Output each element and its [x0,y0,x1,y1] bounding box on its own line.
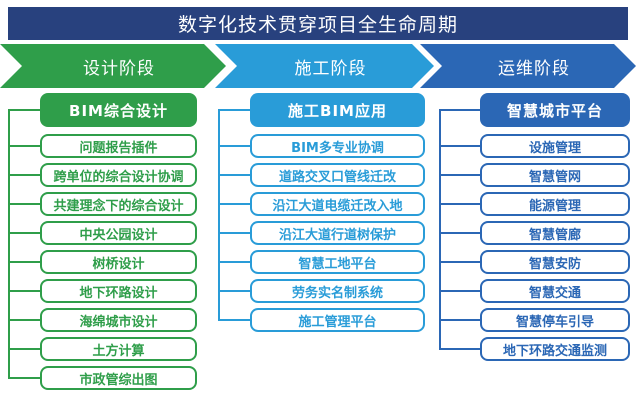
tree-row: 问题报告插件 [8,134,197,158]
connector-stub [8,203,40,205]
node-item: 跨单位的综合设计协调 [40,163,197,187]
tree-row: 智慧交通 [439,279,630,303]
tree-row: 沿江大道行道树保护 [218,221,425,245]
tree-row: 智慧安防 [439,250,630,274]
connector-stub [218,203,250,205]
connector-stub [218,174,250,176]
connector-stub [8,377,40,379]
tree-row: 共建理念下的综合设计 [8,192,197,216]
node-item: 智慧管廊 [480,221,630,245]
tree-row: 海绵城市设计 [8,308,197,332]
connector-stub [8,261,40,263]
title-banner: 数字化技术贯穿项目全生命周期 [8,7,628,40]
node-item: 设施管理 [480,134,630,158]
tree-row: 劳务实名制系统 [218,279,425,303]
node-item: 智慧交通 [480,279,630,303]
node-item: 道路交叉口管线迁改 [250,163,425,187]
tree-row: 市政管综出图 [8,366,197,390]
tree-row: 智慧停车引导 [439,308,630,332]
connector-stub [218,290,250,292]
node-header-operation: 智慧城市平台 [480,93,630,127]
node-item: 问题报告插件 [40,134,197,158]
connector-stub [218,109,250,111]
column-construction: 施工BIM应用 BIM多专业协调 道路交叉口管线迁改 沿江大道电缆迁改入地 沿江… [218,93,425,337]
tree-row: 跨单位的综合设计协调 [8,163,197,187]
connector-stub [439,261,480,263]
tree-row: 沿江大道电缆迁改入地 [218,192,425,216]
phase-arrow-design: 设计阶段 [0,44,226,88]
connector-stub [8,174,40,176]
connector-stub [439,145,480,147]
tree-row: 施工BIM应用 [218,93,425,127]
node-item: 地下环路交通监测 [480,337,630,361]
tree-row: 设施管理 [439,134,630,158]
tree-row: 智慧管网 [439,163,630,187]
connector-stub [218,261,250,263]
connector-stub [439,290,480,292]
column-operation: 智慧城市平台 设施管理 智慧管网 能源管理 智慧管廊 智慧安防 智慧交通 智慧停… [439,93,630,366]
node-header-construction: 施工BIM应用 [250,93,425,127]
node-item: 智慧工地平台 [250,250,425,274]
connector-stub [218,145,250,147]
tree-row: 智慧城市平台 [439,93,630,127]
node-item: 树桥设计 [40,250,197,274]
tree-row: 地下环路设计 [8,279,197,303]
connector-stub [8,232,40,234]
column-design: BIM综合设计 问题报告插件 跨单位的综合设计协调 共建理念下的综合设计 中央公… [8,93,197,395]
tree-row: 智慧工地平台 [218,250,425,274]
connector-stub [439,232,480,234]
tree-row: 施工管理平台 [218,308,425,332]
node-item: 智慧停车引导 [480,308,630,332]
tree-row: 树桥设计 [8,250,197,274]
node-item: 土方计算 [40,337,197,361]
connector-stub [8,109,40,111]
tree-row: 中央公园设计 [8,221,197,245]
tree-row: 能源管理 [439,192,630,216]
tree-row: 土方计算 [8,337,197,361]
node-item: 智慧安防 [480,250,630,274]
node-item: 地下环路设计 [40,279,197,303]
tree-row: 智慧管廊 [439,221,630,245]
connector-stub [218,319,250,321]
connector-stub [218,232,250,234]
node-item: 智慧管网 [480,163,630,187]
connector-vline [218,110,220,320]
node-item: 施工管理平台 [250,308,425,332]
node-item: 市政管综出图 [40,366,197,390]
phase-arrow-construction: 施工阶段 [215,44,434,88]
tree-row: BIM多专业协调 [218,134,425,158]
tree-row: BIM综合设计 [8,93,197,127]
node-item: BIM多专业协调 [250,134,425,158]
node-item: 中央公园设计 [40,221,197,245]
connector-stub [8,290,40,292]
node-item: 共建理念下的综合设计 [40,192,197,216]
phase-arrow-operation: 运维阶段 [420,44,636,88]
connector-stub [439,319,480,321]
connector-stub [439,109,480,111]
tree-row: 地下环路交通监测 [439,337,630,361]
connector-stub [8,145,40,147]
node-item: 劳务实名制系统 [250,279,425,303]
connector-stub [439,203,480,205]
node-header-design: BIM综合设计 [40,93,197,127]
connector-stub [8,319,40,321]
connector-stub [8,348,40,350]
node-item: 沿江大道行道树保护 [250,221,425,245]
connector-vline [439,110,441,349]
node-item: 沿江大道电缆迁改入地 [250,192,425,216]
connector-vline [8,110,10,378]
tree-row: 道路交叉口管线迁改 [218,163,425,187]
connector-stub [439,348,480,350]
connector-stub [439,174,480,176]
node-item: 能源管理 [480,192,630,216]
node-item: 海绵城市设计 [40,308,197,332]
